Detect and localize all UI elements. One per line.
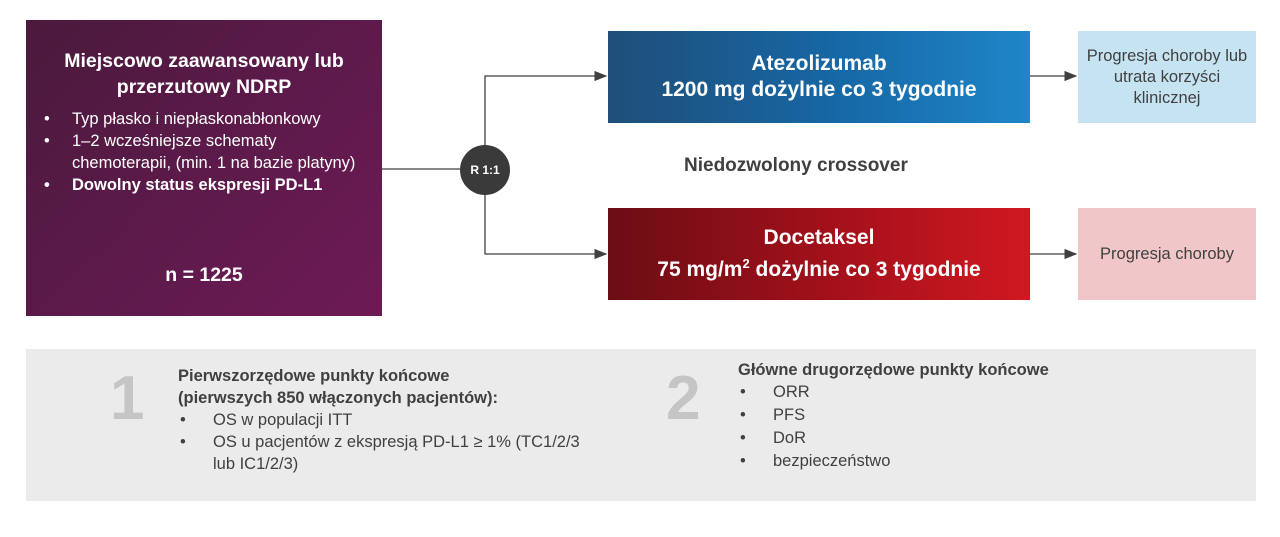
- primary-endpoints-number: 1: [110, 364, 145, 433]
- secondary-endpoints: Główne drugorzędowe punkty końcowe ORR P…: [738, 359, 1178, 473]
- connector-random-to-docetaksel: [484, 195, 608, 260]
- secondary-endpoints-number: 2: [666, 364, 701, 433]
- population-size: n = 1225: [165, 264, 243, 286]
- population-criteria-list: Typ płasko i niepłaskonabłonkowy 1–2 wcz…: [44, 108, 364, 196]
- endpoints-panel: 1 Pierwszorzędowe punkty końcowe (pierws…: [26, 349, 1256, 501]
- docetaksel-outcome: Progresja choroby: [1100, 244, 1234, 263]
- population-title: Miejscowo zaawansowany lub przerzutowy N…: [64, 50, 344, 98]
- randomization-node: R 1:1: [460, 145, 510, 195]
- atezolizumab-arm-box: Atezolizumab 1200 mg dożylnie co 3 tygod…: [608, 31, 1030, 123]
- primary-endpoints-title: Pierwszorzędowe punkty końcowe: [178, 367, 450, 385]
- primary-endpoints-subtitle: (pierwszych 850 włączonych pacjentów):: [178, 389, 499, 407]
- docetaksel-arm-box: Docetaksel 75 mg/m2 dożylnie co 3 tygodn…: [608, 208, 1030, 300]
- atezolizumab-outcome: Progresja choroby lub utrata korzyści kl…: [1086, 46, 1248, 107]
- population-criterion: 1–2 wcześniejsze schematy chemoterapii, …: [44, 130, 364, 174]
- docetaksel-outcome-box: Progresja choroby: [1078, 208, 1256, 300]
- population-criterion: Typ płasko i niepłaskonabłonkowy: [44, 108, 364, 130]
- atezolizumab-outcome-box: Progresja choroby lub utrata korzyści kl…: [1078, 31, 1256, 123]
- population-criterion: Dowolny status ekspresji PD-L1: [44, 174, 364, 196]
- primary-endpoints-list: OS w populacji ITT OS u pacjentów z eksp…: [178, 409, 618, 475]
- docetaksel-dose-suffix: dożylnie co 3 tygodnie: [749, 258, 981, 281]
- primary-endpoint-item: OS u pacjentów z ekspresją PD-L1 ≥ 1% (T…: [178, 431, 583, 475]
- secondary-endpoint-item: PFS: [738, 404, 1178, 427]
- randomization-label: R 1:1: [470, 163, 500, 177]
- atezolizumab-dose: 1200 mg dożylnie co 3 tygodnie: [661, 78, 977, 101]
- crossover-note: Niedozwolony crossover: [684, 155, 908, 176]
- atezolizumab-name: Atezolizumab: [751, 52, 887, 75]
- secondary-endpoints-list: ORR PFS DoR bezpieczeństwo: [738, 381, 1178, 473]
- secondary-endpoint-item: DoR: [738, 427, 1178, 450]
- secondary-endpoints-title: Główne drugorzędowe punkty końcowe: [738, 361, 1049, 379]
- primary-endpoints: Pierwszorzędowe punkty końcowe (pierwszy…: [178, 365, 618, 475]
- primary-endpoint-item: OS w populacji ITT: [178, 409, 618, 431]
- population-box: Miejscowo zaawansowany lub przerzutowy N…: [26, 20, 382, 316]
- secondary-endpoint-item: bezpieczeństwo: [738, 450, 1178, 473]
- docetaksel-dose: 75 mg/m2 dożylnie co 3 tygodnie: [657, 251, 980, 283]
- docetaksel-dose-sup: 2: [742, 256, 750, 271]
- connector-random-to-atezolizumab: [484, 70, 608, 145]
- secondary-endpoint-item: ORR: [738, 381, 1178, 404]
- docetaksel-name: Docetaksel: [763, 226, 875, 249]
- docetaksel-dose-prefix: 75 mg/m: [657, 258, 743, 281]
